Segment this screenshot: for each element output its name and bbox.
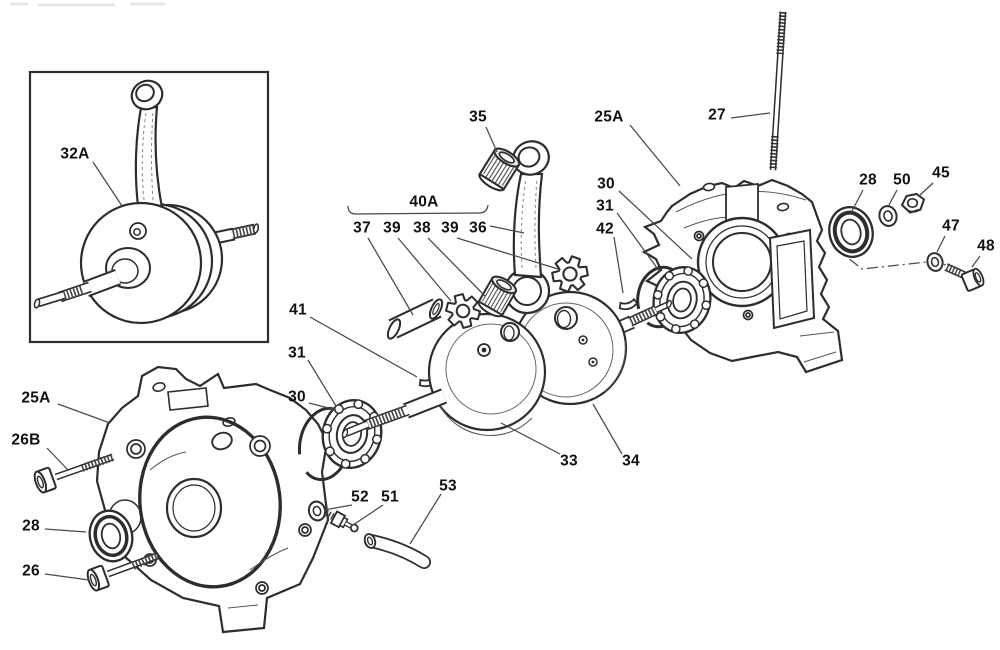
part-label-33: 33 [560, 453, 578, 470]
nut-45 [900, 192, 926, 214]
part-label-25a-left: 25A [21, 390, 50, 407]
part-label-36: 36 [469, 220, 487, 237]
flywheel-33 [341, 312, 547, 439]
part-label-45: 45 [932, 165, 950, 182]
part-label-30-right: 30 [597, 176, 615, 193]
leader-line-34 [592, 403, 623, 455]
part-label-31-right: 31 [596, 198, 614, 215]
part-label-28-right: 28 [859, 172, 877, 189]
leader-line-50 [888, 189, 898, 206]
leader-line-37 [367, 237, 414, 316]
part-label-32a: 32A [60, 146, 89, 163]
connecting-rod-36 [503, 140, 551, 315]
leader-line-39b [456, 237, 559, 270]
part-label-53: 53 [439, 478, 457, 495]
oil-seal-28-left [88, 509, 134, 563]
leader-line-26b [46, 447, 69, 471]
crank-pin-37 [386, 298, 444, 340]
leader-line-47 [936, 235, 946, 253]
breather-hose-53 [363, 533, 431, 569]
part-label-31-left: 31 [288, 345, 306, 362]
inset-left-shaft [33, 247, 151, 309]
part-label-51: 51 [381, 489, 399, 506]
washer-52 [307, 500, 327, 522]
part-labels: 32A 35 25A 27 30 31 42 28 50 45 47 48 40A 37 39 38 39 36 4… [11, 107, 995, 581]
leader-line-52 [323, 504, 353, 511]
part-label-47: 47 [942, 218, 960, 235]
oil-seal-28-right [828, 206, 874, 258]
leader-line-45 [918, 182, 934, 197]
leader-line-53 [409, 493, 442, 545]
part-label-35: 35 [469, 109, 487, 126]
part-label-42: 42 [596, 221, 614, 238]
leader-line-35 [485, 126, 498, 153]
leader-line-27 [730, 112, 771, 119]
leader-line-25a-right [629, 124, 681, 187]
part-label-30-left: 30 [288, 389, 306, 406]
bolt-26 [86, 552, 159, 592]
leader-line-31-right [616, 212, 661, 273]
part-label-40a: 40A [409, 194, 438, 211]
part-label-25a-right: 25A [594, 109, 623, 126]
leader-line-28-right [851, 189, 864, 212]
part-label-39a: 39 [383, 220, 401, 237]
leader-line-26 [44, 573, 90, 581]
part-label-34: 34 [622, 453, 640, 470]
leader-line-31-left [307, 359, 337, 407]
bolt-48 [944, 263, 985, 292]
leader-line-33 [500, 422, 561, 455]
leader-line-32a [92, 161, 123, 207]
part-label-28-left: 28 [22, 518, 40, 535]
scan-artifacts [10, 2, 165, 7]
part-label-26b: 26B [11, 432, 40, 449]
leader-line-30-left [308, 402, 337, 411]
left-crankcase-half [95, 365, 330, 634]
stud-27 [769, 11, 787, 171]
leader-line-38 [427, 237, 486, 297]
bolt-26B [33, 453, 115, 494]
part-label-27: 27 [708, 107, 726, 124]
part-label-26: 26 [22, 563, 40, 580]
washer-47 [926, 252, 944, 272]
leader-line-41 [309, 316, 418, 378]
part-label-50: 50 [893, 172, 911, 189]
leader-line-42 [613, 236, 624, 294]
leader-line-39a [397, 237, 452, 302]
part-label-52: 52 [351, 489, 369, 506]
inset-crankshaft-32A [28, 70, 270, 344]
leader-line-25a-left [57, 403, 111, 424]
washer-50 [878, 205, 898, 227]
leader-line-48 [971, 255, 981, 268]
part-label-48: 48 [977, 238, 995, 255]
woodruff-key-42 [617, 297, 639, 312]
leader-line-51 [349, 504, 384, 528]
part-label-37: 37 [353, 220, 371, 237]
part-label-41: 41 [289, 302, 307, 319]
inset-balance-hole [129, 222, 147, 240]
leader-line-36 [489, 225, 525, 234]
part-label-39b: 39 [441, 220, 459, 237]
leader-line-30-right [618, 190, 693, 260]
bracket-40A [347, 204, 489, 215]
part-label-38: 38 [413, 220, 431, 237]
star-washer-39b [548, 253, 592, 295]
leader-line-28-left [44, 528, 87, 533]
